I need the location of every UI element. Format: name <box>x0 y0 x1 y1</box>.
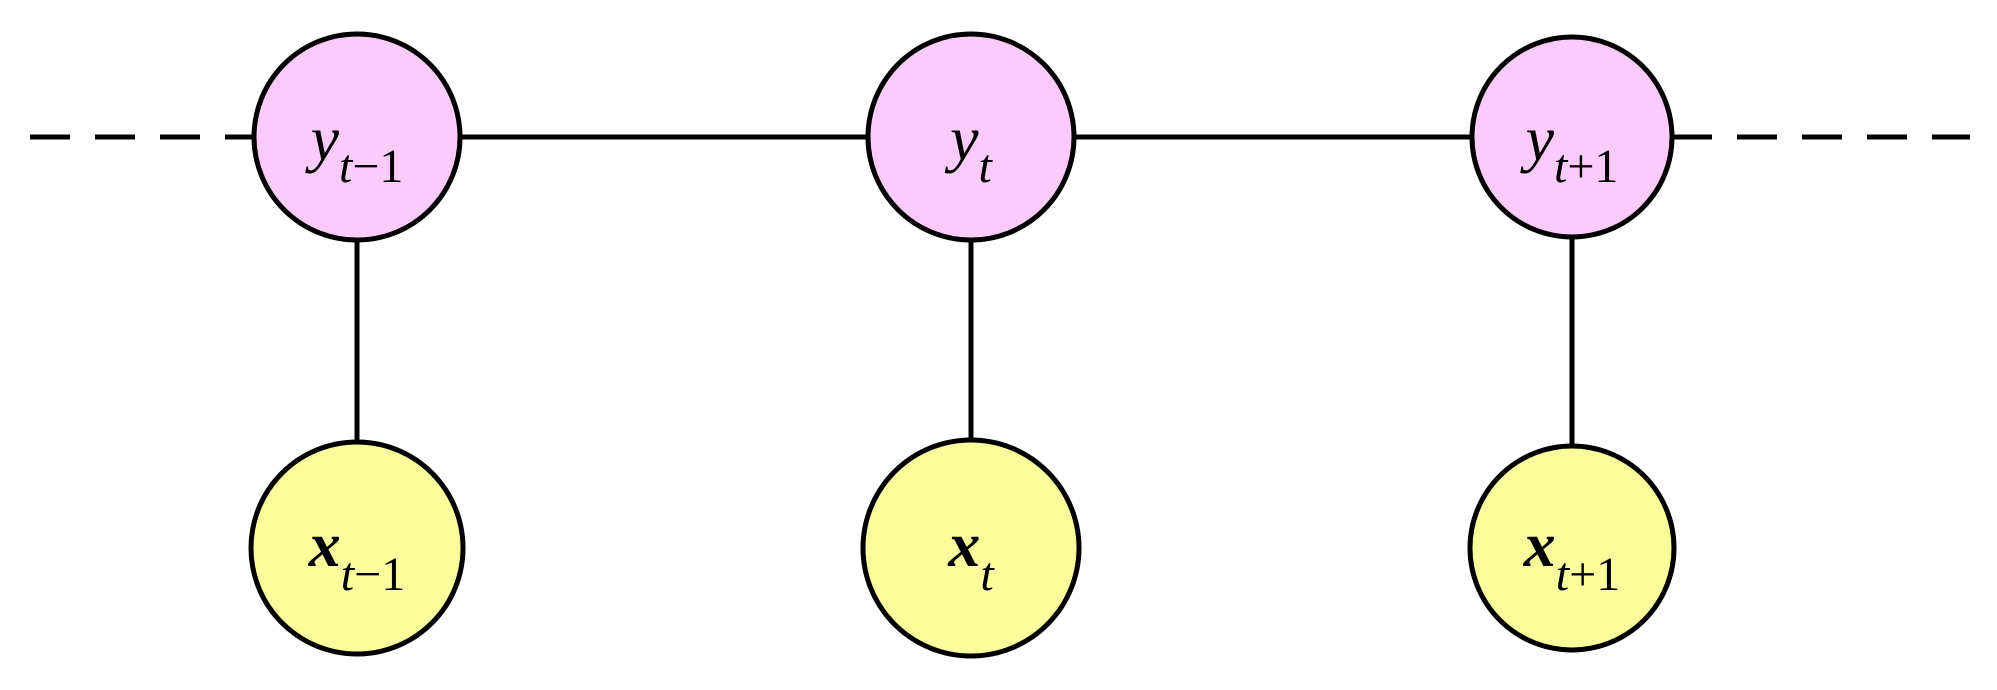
node-label-y-t-plus-1: yt+1 <box>1520 103 1619 193</box>
hidden-node-y-t-plus-1: yt+1 <box>1469 34 1675 240</box>
observed-node-x-t-minus-1: xt−1 <box>248 439 466 657</box>
node-label-y-t-minus-1: yt−1 <box>305 103 404 193</box>
observed-node-x-t-plus-1: xt+1 <box>1467 443 1677 653</box>
observed-node-x-t: xt <box>860 437 1082 659</box>
node-label-x-t-minus-1: xt−1 <box>308 509 405 601</box>
node-label-y-t: yt <box>944 103 993 193</box>
hidden-node-y-t: yt <box>865 31 1077 243</box>
node-label-x-t: xt <box>947 509 995 601</box>
node-label-x-t-plus-1: xt+1 <box>1523 509 1620 601</box>
hidden-node-y-t-minus-1: yt−1 <box>251 31 463 243</box>
